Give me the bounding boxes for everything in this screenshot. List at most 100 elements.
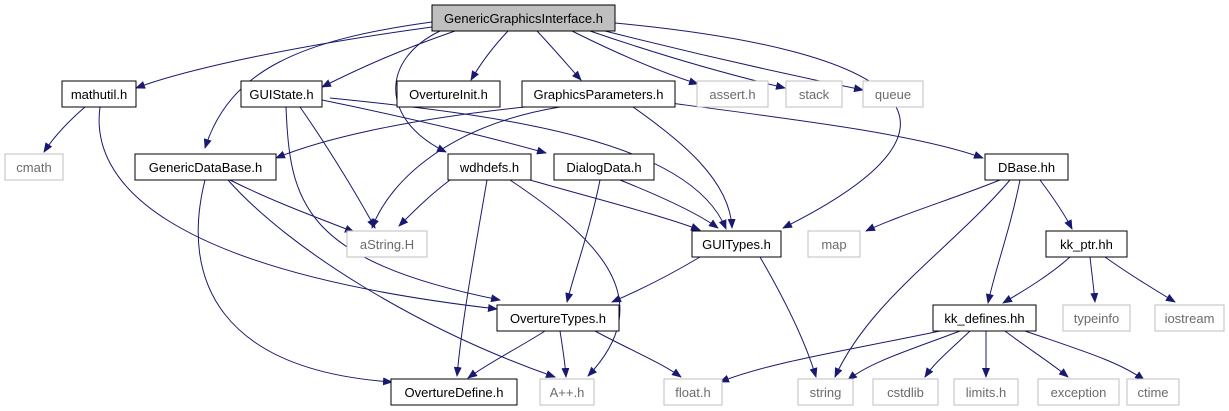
edge-root-assert: [571, 30, 699, 86]
svg-text:queue: queue: [875, 87, 911, 102]
edge-guitypes-overturetypes: [611, 256, 701, 303]
node-ctime[interactable]: ctime: [1126, 378, 1180, 406]
edge-root-mathutil: [135, 26, 433, 89]
edge-guistate-dialogdata: [321, 99, 547, 155]
node-overturetypes[interactable]: OvertureTypes.h: [496, 304, 620, 332]
edge-kkptr-typeinfo: [1089, 256, 1099, 303]
node-cstdlib[interactable]: cstdlib: [872, 378, 939, 406]
edge-root-wdhdefs: [395, 30, 447, 153]
edge-kkdefines-cstdlib: [924, 330, 971, 378]
edge-root-overtureinit: [470, 30, 509, 81]
node-astring[interactable]: aString.H: [346, 230, 428, 258]
edge-overturetypes-float: [594, 330, 682, 378]
svg-text:GraphicsParameters.h: GraphicsParameters.h: [533, 87, 663, 102]
edge-graphicsparams-guitypes: [632, 106, 736, 229]
node-wdhdefs[interactable]: wdhdefs.h: [447, 153, 532, 181]
svg-text:typeinfo: typeinfo: [1074, 311, 1120, 326]
svg-text:DialogData.h: DialogData.h: [566, 160, 641, 175]
edge-mathutil-cmath: [43, 106, 86, 153]
svg-text:GUIState.h: GUIState.h: [249, 87, 313, 102]
include-edges: [43, 21, 1176, 386]
svg-text:cmath: cmath: [16, 160, 51, 175]
svg-text:OvertureTypes.h: OvertureTypes.h: [510, 311, 606, 326]
edge-guistate-overturetypes: [285, 106, 501, 303]
node-map[interactable]: map: [807, 230, 861, 258]
svg-text:iostream: iostream: [1165, 311, 1215, 326]
edge-root-guistate: [321, 30, 456, 88]
edge-dbase-string: [834, 179, 1011, 378]
edge-root-genericdatabase: [203, 21, 433, 149]
node-mathutil[interactable]: mathutil.h: [61, 80, 137, 108]
edge-kkdefines-ctime: [1024, 330, 1145, 381]
node-overturedefine[interactable]: OvertureDefine.h: [390, 378, 518, 406]
svg-text:GUITypes.h: GUITypes.h: [702, 237, 771, 252]
node-queue[interactable]: queue: [862, 80, 924, 108]
svg-text:wdhdefs.h: wdhdefs.h: [459, 160, 519, 175]
svg-text:GenericGraphicsInterface.h: GenericGraphicsInterface.h: [444, 11, 603, 26]
edge-kkptr-kkdefines: [1002, 256, 1071, 304]
node-dialogdata[interactable]: DialogData.h: [553, 153, 655, 181]
svg-text:GenericDataBase.h: GenericDataBase.h: [149, 160, 262, 175]
node-iostream[interactable]: iostream: [1154, 304, 1225, 332]
svg-text:limits.h: limits.h: [966, 385, 1006, 400]
edge-graphicsparams-genericdatabase: [275, 106, 526, 159]
svg-text:map: map: [821, 237, 846, 252]
node-cmath[interactable]: cmath: [4, 153, 64, 181]
node-dbase[interactable]: DBase.hh: [984, 153, 1069, 181]
svg-text:float.h: float.h: [675, 385, 710, 400]
svg-text:A++.h: A++.h: [550, 385, 585, 400]
svg-text:ctime: ctime: [1137, 385, 1168, 400]
svg-text:kk_defines.hh: kk_defines.hh: [944, 311, 1024, 326]
edge-wdhdefs-guitypes: [529, 179, 701, 231]
edge-dbase-map: [865, 179, 1001, 232]
node-aplusplus[interactable]: A++.h: [539, 378, 595, 406]
edge-kkptr-iostream: [1104, 256, 1176, 303]
node-string[interactable]: string: [797, 378, 854, 406]
edge-guitypes-string: [759, 256, 818, 378]
svg-text:exception: exception: [1051, 385, 1107, 400]
node-float[interactable]: float.h: [663, 378, 723, 406]
edge-kkdefines-exception: [1004, 330, 1069, 378]
node-graphicsparams[interactable]: GraphicsParameters.h: [521, 80, 676, 108]
svg-text:OvertureDefine.h: OvertureDefine.h: [405, 385, 504, 400]
node-guitypes[interactable]: GUITypes.h: [691, 230, 782, 258]
edge-kkdefines-float: [719, 330, 941, 383]
graph-nodes: GenericGraphicsInterface.h mathutil.h GU…: [4, 4, 1225, 406]
edge-mathutil-overturetypes: [98, 106, 498, 312]
edge-graphicsparams-astring: [371, 106, 561, 229]
svg-text:string: string: [810, 385, 842, 400]
edge-graphicsparams-dbase: [669, 102, 984, 159]
node-root[interactable]: GenericGraphicsInterface.h: [431, 4, 616, 32]
node-exception[interactable]: exception: [1037, 378, 1120, 406]
edge-dbase-kkdefines: [985, 179, 1021, 304]
edge-wdhdefs-aplusplus: [509, 179, 621, 377]
node-typeinfo[interactable]: typeinfo: [1062, 304, 1131, 332]
edge-genericdatabase-overturedefine: [197, 179, 393, 386]
node-genericdatabase[interactable]: GenericDataBase.h: [134, 153, 277, 181]
edge-overturetypes-aplusplus: [559, 330, 570, 378]
svg-text:assert.h: assert.h: [709, 87, 755, 102]
edge-root-stack: [589, 30, 786, 90]
edge-genericdatabase-aplusplus: [227, 179, 556, 378]
node-limits[interactable]: limits.h: [953, 378, 1019, 406]
svg-text:kk_ptr.hh: kk_ptr.hh: [1060, 237, 1113, 252]
svg-text:stack: stack: [799, 87, 830, 102]
edge-wdhdefs-astring: [398, 179, 451, 227]
edge-root-graphicsparams: [536, 30, 582, 81]
node-guistate[interactable]: GUIState.h: [240, 80, 323, 108]
node-kkptr[interactable]: kk_ptr.hh: [1045, 230, 1128, 258]
edge-dialogdata-overturetypes: [565, 179, 601, 303]
node-overtureinit[interactable]: OvertureInit.h: [396, 80, 501, 108]
node-kkdefines[interactable]: kk_defines.hh: [932, 304, 1037, 332]
edge-guistate-astring: [299, 106, 376, 229]
edge-wdhdefs-overturedefine: [453, 179, 488, 377]
edge-genericdatabase-astring: [229, 179, 355, 233]
node-stack[interactable]: stack: [785, 80, 843, 108]
svg-text:DBase.hh: DBase.hh: [998, 160, 1055, 175]
svg-text:aString.H: aString.H: [360, 237, 414, 252]
edge-dialogdata-guitypes: [619, 179, 719, 229]
edge-kkdefines-string: [847, 330, 961, 381]
svg-text:mathutil.h: mathutil.h: [71, 87, 127, 102]
node-assert[interactable]: assert.h: [696, 80, 769, 108]
